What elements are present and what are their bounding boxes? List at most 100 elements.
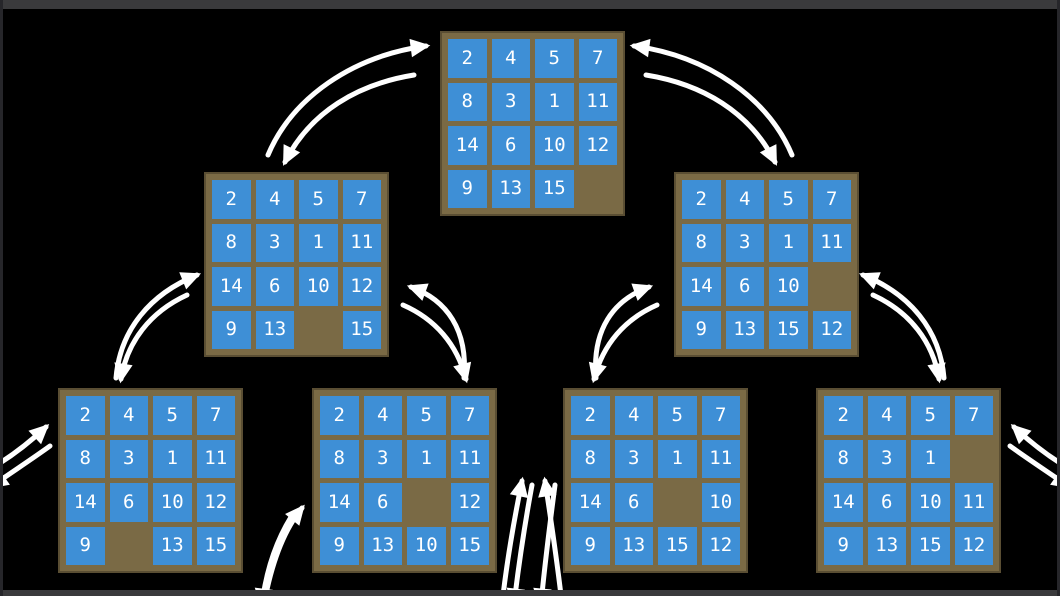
- tile-10: 10: [153, 483, 192, 522]
- arrow-right-child-to-root: [629, 38, 795, 158]
- tile-3: 3: [255, 223, 294, 262]
- arrow-offscreen-right-in: [1010, 423, 1060, 466]
- tile-9: 9: [66, 526, 105, 565]
- tile-14: 14: [448, 126, 487, 165]
- slide-frame-top: [0, 0, 1060, 9]
- tile-2: 2: [571, 396, 610, 435]
- tile-8: 8: [824, 439, 863, 478]
- arrow-offscreen-center-in-1: [500, 476, 528, 596]
- tile-4: 4: [363, 396, 402, 435]
- tile-8: 8: [448, 82, 487, 121]
- tile-7: 7: [196, 396, 235, 435]
- tile-2: 2: [448, 39, 487, 78]
- tile-12: 12: [954, 526, 993, 565]
- tile-1: 1: [407, 439, 446, 478]
- tile-3: 3: [725, 223, 764, 262]
- tile-8: 8: [320, 439, 359, 478]
- tile-8: 8: [682, 223, 721, 262]
- tile-13: 13: [725, 310, 764, 349]
- tile-15: 15: [911, 526, 950, 565]
- tile-11: 11: [342, 223, 381, 262]
- slide-frame-right: [1057, 0, 1060, 596]
- tile-12: 12: [812, 310, 851, 349]
- tile-9: 9: [571, 526, 610, 565]
- tile-1: 1: [153, 439, 192, 478]
- tile-14: 14: [824, 483, 863, 522]
- tile-6: 6: [491, 126, 530, 165]
- arrow-offscreen-left-in: [0, 423, 50, 466]
- tile-6: 6: [867, 483, 906, 522]
- tile-13: 13: [491, 169, 530, 208]
- tile-4: 4: [725, 180, 764, 219]
- tile-1: 1: [658, 439, 697, 478]
- arrow-leaf1-to-left-child: [113, 272, 202, 381]
- tile-1: 1: [535, 82, 574, 121]
- tile-9: 9: [212, 310, 251, 349]
- tile-1: 1: [769, 223, 808, 262]
- tile-3: 3: [109, 439, 148, 478]
- arrow-offscreen-right-out: [1007, 443, 1060, 489]
- arrow-leaf4-to-right-child: [858, 272, 947, 381]
- tile-4: 4: [109, 396, 148, 435]
- tile-15: 15: [535, 169, 574, 208]
- tile-10: 10: [911, 483, 950, 522]
- arrow-offscreen-left-out: [0, 443, 53, 489]
- arrow-right-child-to-leaf4: [870, 292, 946, 384]
- tile-9: 9: [448, 169, 487, 208]
- tile-6: 6: [255, 267, 294, 306]
- tile-2: 2: [320, 396, 359, 435]
- slide-frame-left: [0, 0, 3, 596]
- arrow-left-child-to-leaf2: [400, 302, 472, 384]
- arrow-root-to-left-child: [282, 72, 417, 166]
- tile-1: 1: [299, 223, 338, 262]
- tile-13: 13: [614, 526, 653, 565]
- tile-14: 14: [320, 483, 359, 522]
- tile-13: 13: [153, 526, 192, 565]
- tile-14: 14: [571, 483, 610, 522]
- tile-10: 10: [407, 526, 446, 565]
- tile-10: 10: [299, 267, 338, 306]
- tile-6: 6: [363, 483, 402, 522]
- arrow-offscreen-bottomleft-in: [263, 504, 305, 596]
- tile-2: 2: [682, 180, 721, 219]
- tile-15: 15: [769, 310, 808, 349]
- tile-12: 12: [578, 126, 617, 165]
- tile-7: 7: [578, 39, 617, 78]
- tile-14: 14: [212, 267, 251, 306]
- tile-15: 15: [450, 526, 489, 565]
- tile-7: 7: [701, 396, 740, 435]
- empty-cell: [813, 267, 852, 306]
- tile-15: 15: [658, 526, 697, 565]
- tile-4: 4: [867, 396, 906, 435]
- tile-13: 13: [363, 526, 402, 565]
- tile-5: 5: [299, 180, 338, 219]
- tile-14: 14: [66, 483, 105, 522]
- tile-15: 15: [196, 526, 235, 565]
- arrow-left-child-to-leaf1: [114, 292, 190, 384]
- arrow-offscreen-center-in-2: [538, 476, 564, 596]
- tile-10: 10: [769, 267, 808, 306]
- arrow-leaf2-to-left-child: [406, 283, 467, 381]
- tile-5: 5: [153, 396, 192, 435]
- tile-6: 6: [725, 267, 764, 306]
- empty-cell: [110, 527, 149, 566]
- tile-9: 9: [320, 526, 359, 565]
- tile-12: 12: [701, 526, 740, 565]
- tile-5: 5: [407, 396, 446, 435]
- tile-13: 13: [255, 310, 294, 349]
- tile-11: 11: [450, 439, 489, 478]
- tile-7: 7: [954, 396, 993, 435]
- tile-11: 11: [701, 439, 740, 478]
- tile-11: 11: [812, 223, 851, 262]
- tile-6: 6: [614, 483, 653, 522]
- tile-3: 3: [614, 439, 653, 478]
- tile-5: 5: [535, 39, 574, 78]
- arrow-right-child-to-leaf3: [588, 302, 660, 384]
